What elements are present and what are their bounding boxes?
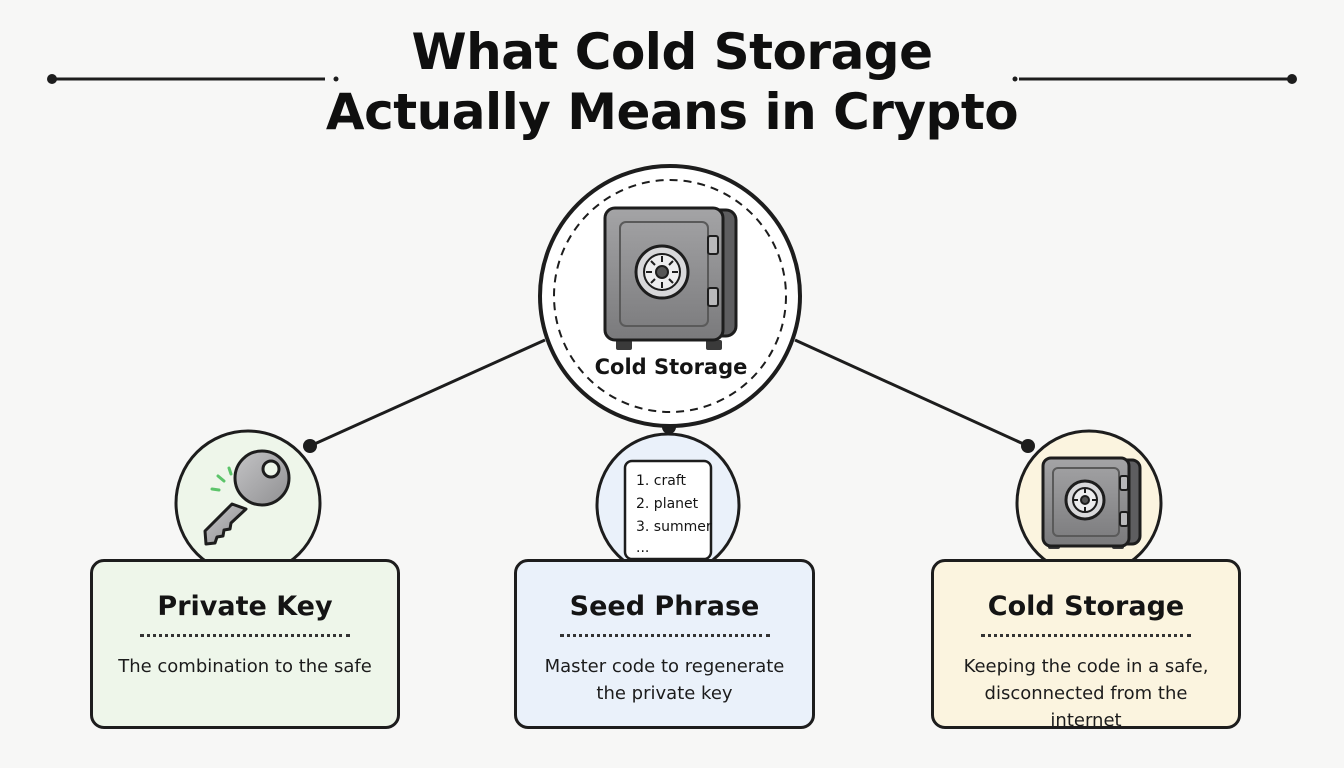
key-icon [203,449,291,546]
safe-icon [603,206,738,350]
card-title: Seed Phrase [569,591,760,622]
connector-dot-right [1021,439,1035,453]
card-description-line: Keeping the code in a safe, [963,656,1209,677]
seed-word-3: 3. summer [636,519,712,535]
key-sparkle-icon [210,466,233,492]
hub-node: Cold Storage [538,164,802,428]
seed-phrase-node: 1. craft 2. planet 3. summer ... [595,432,741,578]
card-title: Private Key [157,591,333,622]
safe-icon [1041,456,1142,549]
private-key-node [174,429,322,577]
connector-private-key [309,338,546,448]
card-description: Master code to regenerate the private ke… [517,653,812,707]
card-divider [559,634,770,637]
card-cold-storage: Cold Storage Keeping the code in a safe,… [931,559,1241,731]
seed-list-icon: 1. craft 2. planet 3. summer ... [623,459,713,561]
page-title: What Cold Storage Actually Means in Cryp… [0,22,1344,142]
title-rule-right [1012,74,1297,84]
connector-dot-left [303,439,317,453]
card-private-key: Private Key The combination to the safe [90,559,400,729]
card-description: Keeping the code in a safe, disconnected… [934,653,1238,734]
title-line-2: Actually Means in Crypto [325,83,1019,141]
card-description: The combination to the safe [93,653,397,680]
card-divider [140,634,350,637]
card-title: Cold Storage [987,591,1185,622]
card-seed-phrase: Seed Phrase Master code to regenerate th… [514,559,815,729]
card-description-line: Master code to regenerate [544,656,785,677]
card-description-line: disconnected from the internet [984,683,1188,731]
card-description-line: The combination to the safe [118,656,372,677]
seed-word-2: 2. planet [636,496,699,512]
connector-cold-storage [794,338,1029,448]
card-description-line: the private key [596,683,733,704]
card-divider [981,634,1191,637]
hub-label: Cold Storage [595,355,748,379]
title-rule-left [47,74,339,84]
cold-storage-node [1015,429,1163,577]
seed-word-more: ... [636,540,649,556]
title-line-1: What Cold Storage [411,23,933,81]
seed-word-1: 1. craft [636,473,687,489]
